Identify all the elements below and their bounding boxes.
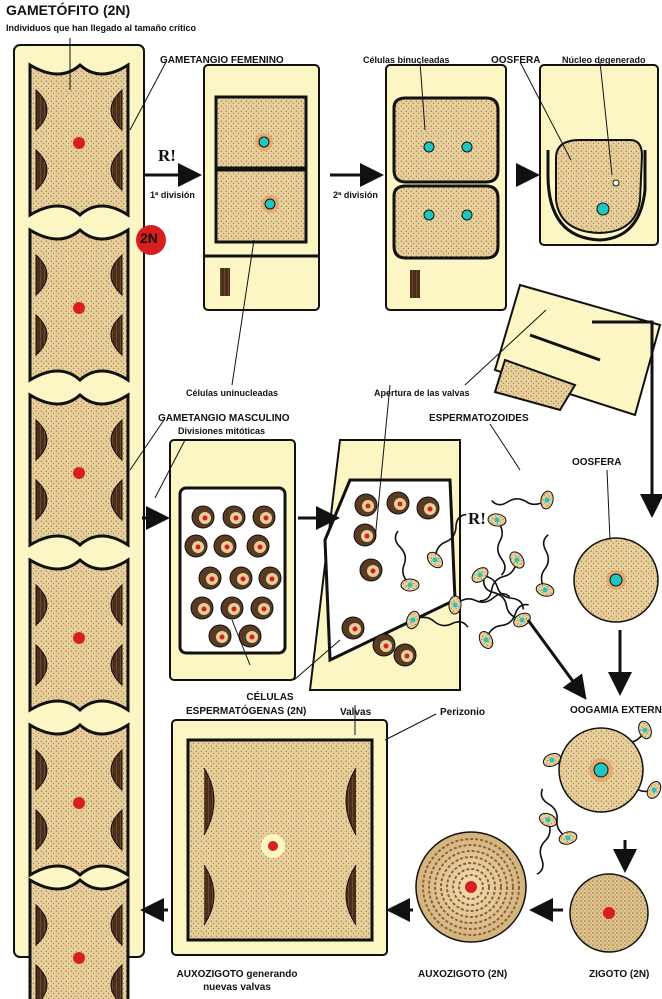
external-oogamy	[559, 728, 643, 812]
spermatozoa-label: ESPERMATOZOIDES	[429, 414, 529, 425]
spermatogenic-cell	[417, 497, 439, 519]
spermatogenic-cell	[223, 506, 245, 528]
spermatogenic-cell	[239, 625, 261, 647]
meiosis-mark-top: R!	[158, 147, 176, 165]
spermatogenic-cell	[185, 535, 207, 557]
spermatozoon	[531, 534, 560, 598]
female-gametangium	[204, 65, 319, 310]
spermatozoon	[491, 489, 555, 514]
spermatogenic-cell	[221, 597, 243, 619]
external-oogamy-label: OOGAMIA EXTERNA	[570, 706, 662, 717]
oosphere-right	[574, 538, 658, 622]
spermatogenic-cell	[199, 567, 221, 589]
spermatozoon	[477, 603, 535, 651]
valve-opening-label: Apertura de las valvas	[374, 389, 470, 398]
ploidy-badge-text: 2N	[140, 231, 158, 246]
oosphere-top-label: OOSFERA	[491, 56, 540, 67]
filament-cell	[30, 880, 128, 999]
oosphere-right-label: OOSFERA	[572, 458, 621, 469]
binucleate-cells-label: Células binucleadas	[363, 56, 450, 65]
degenerate-nucleus-label: Núcleo degenerado	[562, 56, 646, 65]
spermatogenic-cell	[247, 535, 269, 557]
spermatozoon	[487, 513, 511, 576]
valves-label: Valvas	[340, 708, 371, 719]
male-gametangium	[170, 440, 295, 680]
meiosis-mark-male: R!	[468, 510, 486, 528]
spermatogenic-label-1: CÉLULAS	[230, 693, 310, 704]
filament-cell	[30, 725, 128, 875]
spermatogenic-cell	[360, 559, 382, 581]
spermatogenic-cell	[373, 634, 395, 656]
auxozygote-label: AUXOZIGOTO (2N)	[418, 970, 507, 981]
filament-cell	[30, 65, 128, 215]
auxozygote-valves-label-2: nuevas valvas	[172, 983, 302, 994]
diagram-subtitle: Individuos que han llegado al tamaño crí…	[6, 24, 196, 33]
filament-cell	[30, 560, 128, 710]
spermatogenic-cell	[342, 617, 364, 639]
spermatogenic-cell	[394, 644, 416, 666]
opening-valves	[495, 285, 660, 415]
diagram-title: GAMETÓFITO (2N)	[6, 3, 130, 18]
binucleate-cells	[386, 65, 506, 310]
perizonium-label: Perizonio	[440, 708, 485, 719]
zygote	[570, 874, 648, 952]
filament-cell	[30, 395, 128, 545]
spermatozoon	[526, 811, 561, 875]
zygote-label: ZIGOTO (2N)	[589, 970, 649, 981]
spermatogenic-cell	[209, 625, 231, 647]
auxozygote-valves-label-1: AUXOZIGOTO generando	[172, 970, 302, 981]
spermatozoon	[482, 574, 533, 630]
auxozygote-new-valves	[172, 720, 387, 955]
second-division-label: 2ª división	[333, 191, 378, 200]
spermatogenic-cell	[355, 494, 377, 516]
spermatogenic-cell	[259, 567, 281, 589]
spermatogenic-cell	[191, 597, 213, 619]
auxozygote	[416, 832, 526, 942]
male-gametangium-label: GAMETANGIO MASCULINO	[158, 414, 289, 425]
uninucleate-cells-label: Células uninucleadas	[186, 389, 278, 398]
spermatogenic-cell	[253, 506, 275, 528]
spermatogenic-cell	[230, 567, 252, 589]
oosphere-top	[540, 65, 658, 245]
filament-cell	[30, 230, 128, 380]
female-gametangium-label: GAMETANGIO FEMENINO	[160, 56, 284, 67]
mitotic-divisions-label: Divisiones mitóticas	[178, 427, 265, 436]
first-division-label: 1ª división	[150, 191, 195, 200]
spermatogenic-label-2: ESPERMATÓGENAS (2N)	[186, 707, 306, 718]
spermatogenic-cell	[214, 535, 236, 557]
spermatogenic-cell	[251, 597, 273, 619]
spermatogenic-cell	[387, 492, 409, 514]
vegetative-filament	[14, 45, 144, 999]
spermatogenic-cell	[192, 506, 214, 528]
spermatogenic-cell	[354, 524, 376, 546]
